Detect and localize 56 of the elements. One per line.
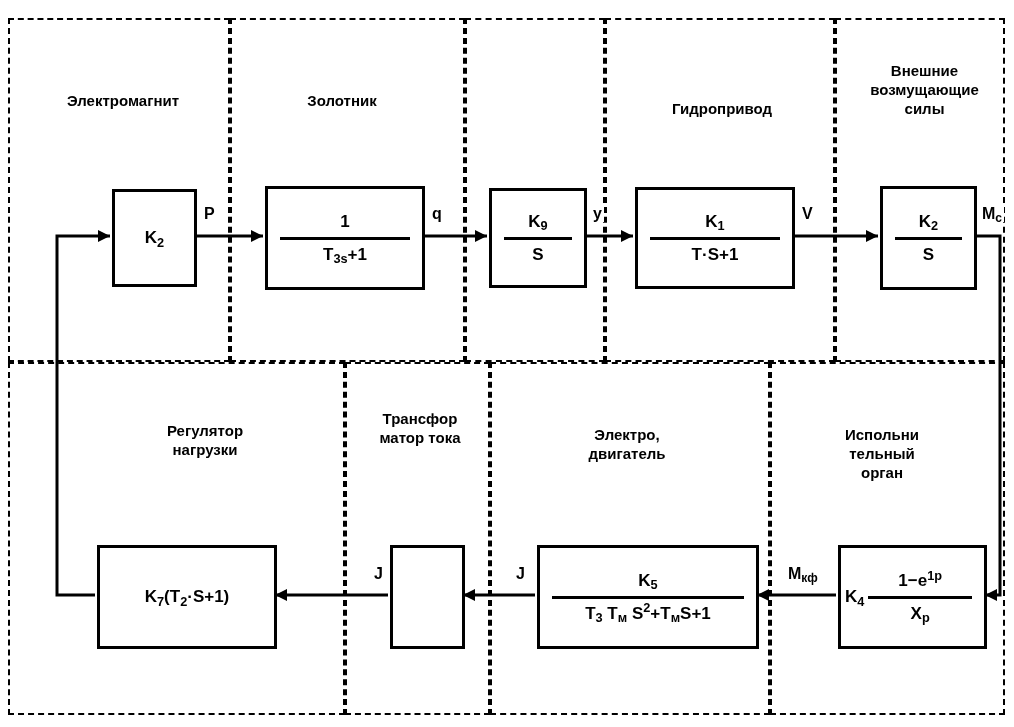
edge-label: J bbox=[514, 566, 527, 582]
region-heading: Гидропривод bbox=[670, 100, 774, 119]
numerator: K$_{2}$ bbox=[918, 211, 939, 233]
subsystem-region bbox=[8, 362, 345, 715]
subsystem-region bbox=[770, 362, 1005, 715]
transfer-block bbox=[537, 545, 759, 649]
numerator: K$_{9}$ bbox=[528, 211, 548, 233]
transfer-function: K$_{7}$(T$_{2}$·S+1) bbox=[144, 586, 230, 608]
transfer-block bbox=[489, 188, 587, 288]
denominator: S bbox=[922, 243, 935, 265]
subsystem-region bbox=[835, 18, 1005, 362]
transfer-function: K$_{2}$ bbox=[144, 227, 165, 249]
denominator: T·S+1 bbox=[691, 243, 739, 265]
edge-label: V bbox=[800, 206, 815, 222]
edge-label: P bbox=[202, 206, 217, 222]
denominator: X$_{p}$ bbox=[910, 602, 930, 624]
empty-block bbox=[390, 545, 465, 649]
region-heading: Регулятор нагрузки bbox=[165, 422, 245, 460]
numerator: 1−e$^{1p}$ bbox=[898, 570, 943, 592]
subsystem-region bbox=[490, 362, 770, 715]
numerator: K$_{5}$ bbox=[638, 570, 658, 592]
subsystem-region bbox=[230, 18, 465, 362]
subsystem-region bbox=[465, 18, 605, 362]
transfer-block bbox=[112, 189, 197, 287]
subsystem-region bbox=[8, 18, 230, 362]
region-heading: Золотник bbox=[306, 92, 378, 111]
signal-arrow bbox=[793, 230, 878, 242]
region-heading: Электро, двигатель bbox=[587, 426, 667, 464]
signal-arrow bbox=[195, 230, 263, 242]
edge-label: M$_{c}$ bbox=[980, 206, 1004, 222]
denominator: S bbox=[532, 243, 544, 265]
signal-arrow bbox=[55, 230, 110, 597]
signal-arrow bbox=[585, 230, 633, 242]
denominator: T$_{3s}$+1 bbox=[323, 243, 367, 265]
signal-arrow bbox=[275, 589, 388, 601]
transfer-block bbox=[265, 186, 425, 290]
region-heading: Электромагнит bbox=[65, 92, 181, 111]
transfer-block bbox=[97, 545, 277, 649]
region-heading: Трансфор матор тока bbox=[378, 410, 462, 448]
gain-coefficient: K$_{4}$ bbox=[845, 586, 865, 608]
numerator: 1 bbox=[340, 211, 350, 233]
edge-label: y bbox=[591, 206, 604, 222]
edge-label: J bbox=[372, 566, 385, 582]
numerator: K$_{1}$ bbox=[705, 211, 725, 233]
signal-arrow bbox=[463, 589, 535, 601]
transfer-block bbox=[838, 545, 987, 649]
subsystem-region bbox=[605, 18, 835, 362]
transfer-block bbox=[880, 186, 977, 290]
signal-arrow bbox=[975, 234, 1002, 601]
subsystem-region bbox=[345, 362, 490, 715]
signal-arrow bbox=[423, 230, 487, 242]
region-heading: Внешние возмущающие силы bbox=[869, 62, 980, 119]
denominator: T$_{3}$ T$_{м}$ S$^{2}$+T$_{м}$S+1 bbox=[585, 602, 711, 624]
signal-arrow bbox=[757, 589, 836, 601]
transfer-block bbox=[635, 187, 795, 289]
region-heading: Испольни тельный орган bbox=[844, 426, 920, 483]
